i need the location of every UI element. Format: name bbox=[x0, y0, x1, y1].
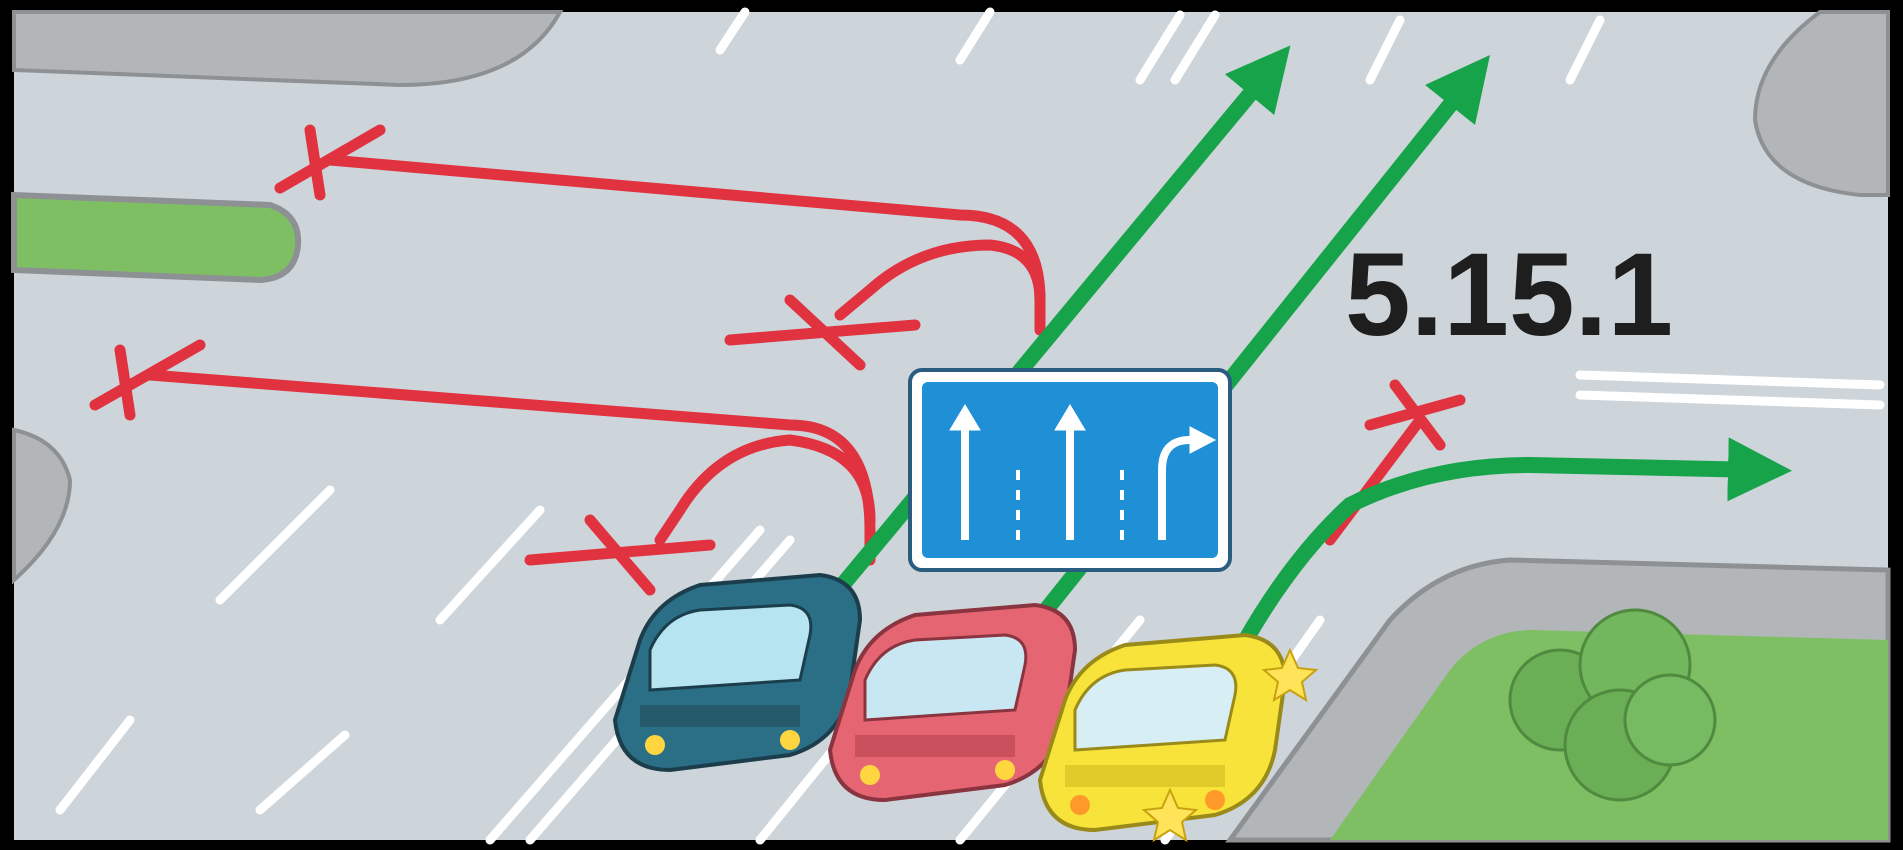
median-left bbox=[14, 195, 298, 280]
sidewalk-top-left bbox=[14, 12, 560, 85]
sign-code-label: 5.15.1 bbox=[1345, 229, 1673, 361]
lane-direction-sign bbox=[910, 370, 1230, 570]
